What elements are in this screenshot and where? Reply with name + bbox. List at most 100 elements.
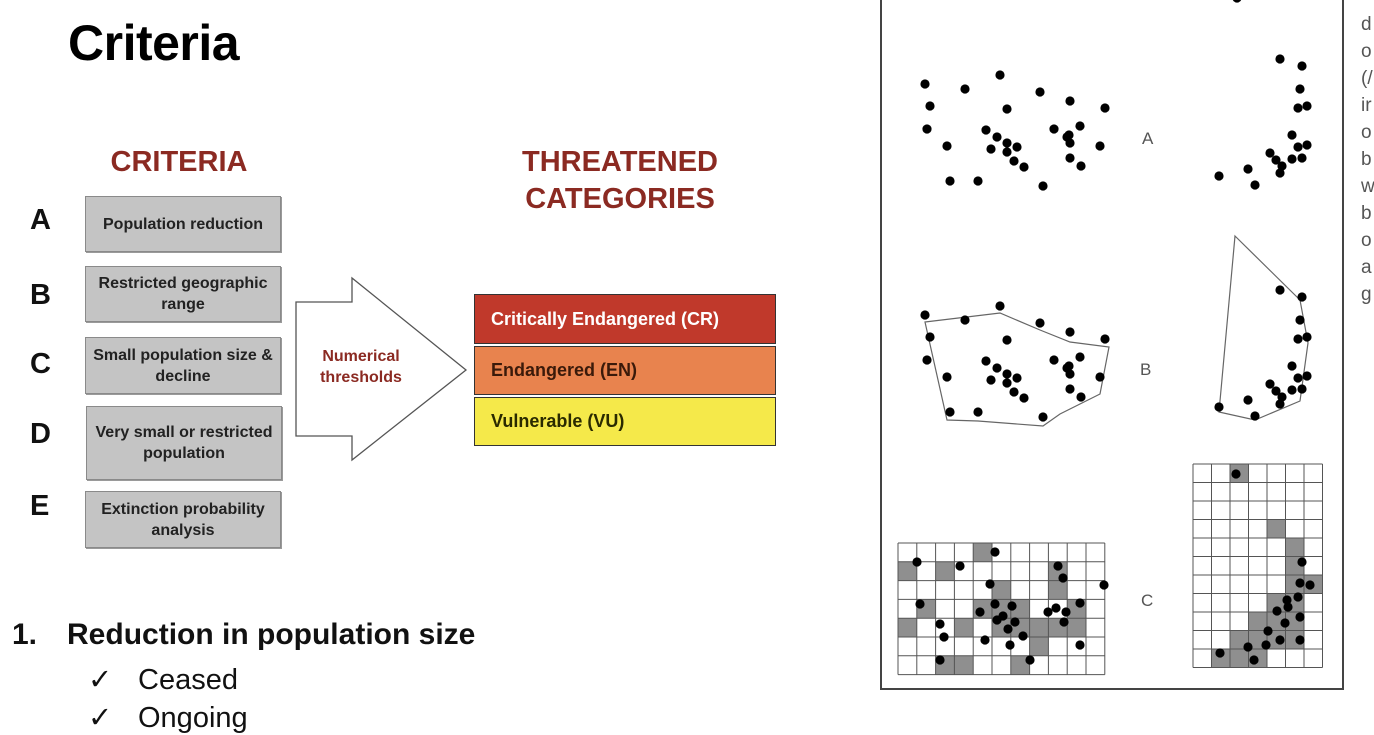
occurrence-dot bbox=[1271, 155, 1281, 165]
occupied-cell bbox=[954, 618, 974, 637]
caption-fragment: b bbox=[1361, 203, 1372, 224]
occurrence-dot bbox=[1215, 648, 1225, 658]
occurrence-dot bbox=[922, 124, 932, 134]
occurrence-dot bbox=[1051, 603, 1061, 613]
occurrence-dot bbox=[1249, 655, 1259, 665]
check-item-label: Ongoing bbox=[138, 702, 248, 734]
category-vulnerable: Vulnerable (VU) bbox=[474, 397, 776, 446]
criterion-letter-d: D bbox=[30, 418, 51, 450]
occurrence-dot bbox=[1297, 384, 1307, 394]
occurrence-dot bbox=[1002, 369, 1012, 379]
occurrence-dot bbox=[1293, 373, 1303, 383]
occurrence-dot bbox=[1263, 626, 1273, 636]
occurrence-dot bbox=[1295, 578, 1305, 588]
occurrence-dot bbox=[1059, 617, 1069, 627]
category-critically-endangered: Critically Endangered (CR) bbox=[474, 294, 776, 344]
occurrence-dot bbox=[1280, 618, 1290, 628]
occurrence-dot bbox=[973, 176, 983, 186]
occupied-cell bbox=[1048, 580, 1068, 600]
occurrence-dot bbox=[1297, 61, 1307, 71]
occurrence-dot bbox=[945, 407, 955, 417]
occurrence-dot bbox=[1002, 138, 1012, 148]
check-icon: ✓ bbox=[88, 664, 113, 696]
occurrence-dot bbox=[1035, 87, 1045, 97]
caption-fragment: (/ bbox=[1361, 68, 1373, 89]
occurrence-dot bbox=[1053, 561, 1063, 571]
occurrence-dot bbox=[960, 315, 970, 325]
occupied-cell bbox=[973, 543, 992, 562]
occupied-cell bbox=[992, 580, 1011, 600]
occupied-cell bbox=[1067, 618, 1086, 637]
occurrence-dot bbox=[1038, 412, 1048, 422]
occurrence-dot bbox=[1065, 138, 1075, 148]
occurrence-dot bbox=[1287, 130, 1297, 140]
occurrence-dot bbox=[942, 141, 952, 151]
occurrence-dot bbox=[1061, 607, 1071, 617]
occurrence-dot bbox=[915, 599, 925, 609]
occurrence-dot bbox=[1035, 318, 1045, 328]
occurrence-dot bbox=[973, 407, 983, 417]
occurrence-dot bbox=[1293, 592, 1303, 602]
occurrence-dot bbox=[1076, 161, 1086, 171]
occurrence-dot bbox=[990, 547, 1000, 557]
occurrence-dot bbox=[992, 363, 1002, 373]
occurrence-dot bbox=[920, 310, 930, 320]
occupied-cell bbox=[1230, 649, 1249, 668]
occurrence-dot bbox=[920, 79, 930, 89]
check-item-label: Ceased bbox=[138, 664, 238, 696]
occupied-cell bbox=[898, 561, 917, 581]
occurrence-dot bbox=[1302, 140, 1312, 150]
occurrence-dot bbox=[1243, 395, 1253, 405]
criterion-box-b: Restricted geographic range bbox=[85, 266, 281, 322]
arrow-label: Numerical thresholds bbox=[320, 348, 402, 386]
occurrence-dot bbox=[1058, 573, 1068, 583]
occurrence-dot bbox=[1049, 124, 1059, 134]
occurrence-dot bbox=[1075, 121, 1085, 131]
occurrence-dot bbox=[955, 561, 965, 571]
occurrence-dot bbox=[1064, 361, 1074, 371]
occurrence-dot bbox=[1065, 384, 1075, 394]
occurrence-dot bbox=[980, 635, 990, 645]
occurrence-dot bbox=[985, 579, 995, 589]
occupied-cell bbox=[1267, 593, 1286, 612]
criterion-box-a: Population reduction bbox=[85, 196, 281, 252]
category-endangered: Endangered (EN) bbox=[474, 346, 776, 395]
occurrence-dot bbox=[942, 372, 952, 382]
occurrence-dot bbox=[1282, 595, 1292, 605]
hull-polygon bbox=[924, 312, 1110, 427]
range-figure bbox=[897, 0, 1323, 676]
occurrence-dot bbox=[1277, 161, 1287, 171]
occurrence-dot bbox=[990, 599, 1000, 609]
occurrence-dot bbox=[1214, 402, 1224, 412]
occurrence-dot bbox=[1214, 171, 1224, 181]
occurrence-dot bbox=[1075, 598, 1085, 608]
figure-frame bbox=[880, 0, 1344, 690]
occurrence-dot bbox=[1012, 142, 1022, 152]
occurrence-dot bbox=[992, 132, 1002, 142]
occurrence-dot bbox=[1232, 0, 1242, 3]
occurrence-dot bbox=[960, 84, 970, 94]
occurrence-dot bbox=[1287, 154, 1297, 164]
occurrence-dot bbox=[1049, 355, 1059, 365]
check-item-ceased: ✓ Ceased bbox=[88, 662, 238, 697]
criterion-letter-c: C bbox=[30, 348, 51, 380]
occurrence-dot bbox=[1064, 130, 1074, 140]
occupied-cell bbox=[954, 655, 974, 675]
occurrence-dot bbox=[1250, 180, 1260, 190]
threatened-heading: THREATENED CATEGORIES bbox=[521, 146, 719, 215]
occurrence-dot bbox=[995, 301, 1005, 311]
occurrence-dot bbox=[1076, 392, 1086, 402]
criterion-letter-e: E bbox=[30, 490, 50, 522]
occurrence-dot bbox=[1272, 606, 1282, 616]
occurrence-dot bbox=[1305, 580, 1315, 590]
occurrence-dot bbox=[1275, 168, 1285, 178]
criterion-letter-b: B bbox=[30, 279, 51, 311]
occurrence-dot bbox=[1302, 371, 1312, 381]
occurrence-dot bbox=[1297, 153, 1307, 163]
occurrence-dot bbox=[935, 619, 945, 629]
occupied-cell bbox=[1230, 630, 1249, 649]
occurrence-dot bbox=[939, 632, 949, 642]
occupied-cell bbox=[1267, 519, 1286, 538]
check-item-ongoing: ✓Ongoing bbox=[88, 700, 248, 735]
occurrence-dot bbox=[1019, 393, 1029, 403]
